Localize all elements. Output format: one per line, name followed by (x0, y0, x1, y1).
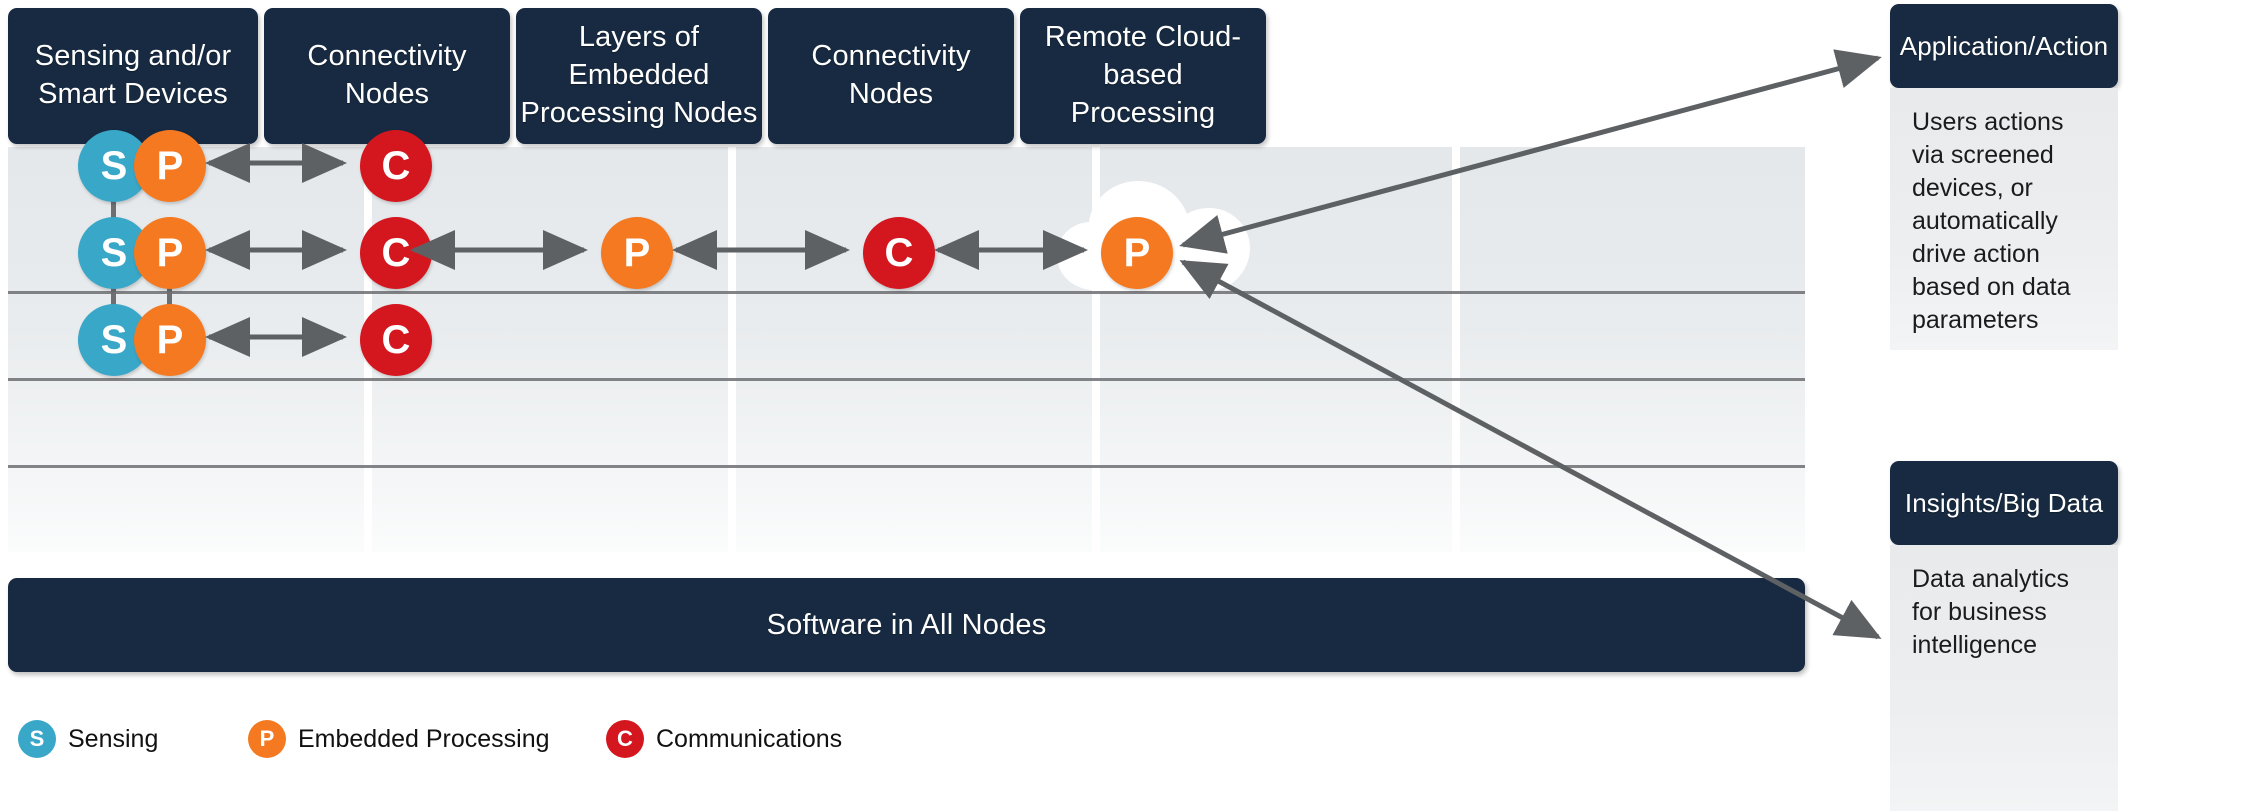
node-letter: C (381, 231, 411, 275)
column-header-remote-cloud-processing[interactable]: Remote Cloud-based Processing (1020, 8, 1266, 144)
side-panel-text: Users actions via screened devices, or a… (1912, 108, 2071, 334)
node-processing-top[interactable]: P (134, 130, 206, 202)
side-panel-body-insights-big-data: Data analytics for business intelligence (1890, 545, 2118, 811)
node-comms-1-top[interactable]: C (360, 130, 432, 202)
legend-label: Sensing (68, 724, 159, 753)
legend-dot-letter: P (259, 726, 275, 751)
node-comms-2-mid[interactable]: C (863, 217, 935, 289)
column-body-4 (1460, 147, 1805, 552)
side-panel-title: Application/Action (1899, 30, 2109, 61)
legend: S Sensing P Embedded Processing C Commun… (14, 710, 914, 772)
node-letter: C (381, 318, 411, 362)
software-in-all-nodes-bar[interactable]: Software in All Nodes (8, 578, 1805, 672)
column-body-2 (736, 147, 1092, 552)
node-letter: P (1123, 231, 1151, 275)
legend-item-embedded-processing[interactable]: P Embedded Processing (248, 720, 550, 758)
column-header-label: Layers of Embedded Processing Nodes (520, 21, 758, 129)
side-panel-body-application-action: Users actions via screened devices, or a… (1890, 88, 2118, 350)
column-body-1 (372, 147, 728, 552)
node-processing-bottom[interactable]: P (134, 304, 206, 376)
node-letter: C (884, 231, 914, 275)
side-panel-header-application-action[interactable]: Application/Action (1890, 4, 2118, 88)
side-panel-text: Data analytics for business intelligence (1912, 565, 2070, 659)
legend-dot-letter: C (617, 726, 633, 751)
row-divider-2 (8, 378, 1805, 381)
node-letter: P (156, 231, 184, 275)
legend-dot-processing-icon: P (248, 720, 286, 758)
legend-item-sensing[interactable]: S Sensing (18, 720, 158, 758)
column-header-connectivity-nodes-2[interactable]: Connectivity Nodes (768, 8, 1014, 144)
column-header-label: Sensing and/or Smart Devices (34, 40, 232, 110)
side-panel-title: Insights/Big Data (1904, 487, 2104, 518)
side-panel-header-insights-big-data[interactable]: Insights/Big Data (1890, 461, 2118, 545)
node-letter: S (100, 318, 128, 362)
node-letter: P (156, 144, 184, 188)
node-processing-mid[interactable]: P (134, 217, 206, 289)
legend-dot-letter: S (29, 726, 45, 751)
legend-label: Communications (656, 724, 843, 753)
legend-dot-comms-icon: C (606, 720, 644, 758)
side-panel-application-action: Application/Action Users actions via scr… (1890, 4, 2118, 350)
node-letter: S (100, 231, 128, 275)
architecture-panel: Sensing and/or Smart Devices Connectivit… (8, 4, 1805, 672)
node-comms-1-bottom[interactable]: C (360, 304, 432, 376)
column-header-sensing-smart-devices[interactable]: Sensing and/or Smart Devices (8, 8, 258, 144)
column-header-label: Remote Cloud-based Processing (1044, 21, 1242, 129)
node-comms-1-mid[interactable]: C (360, 217, 432, 289)
legend-dot-sensing-icon: S (18, 720, 56, 758)
node-edge-processing[interactable]: P (601, 217, 673, 289)
column-header-label: Connectivity Nodes (811, 40, 971, 110)
row-divider-1 (8, 291, 1805, 294)
legend-label: Embedded Processing (298, 724, 550, 753)
node-cloud-processing[interactable]: P (1101, 217, 1173, 289)
row-divider-3 (8, 465, 1805, 468)
software-bar-label: Software in All Nodes (766, 608, 1047, 641)
node-letter: P (623, 231, 651, 275)
legend-item-communications[interactable]: C Communications (606, 720, 842, 758)
column-header-embedded-processing-nodes[interactable]: Layers of Embedded Processing Nodes (516, 8, 762, 144)
column-header-label: Connectivity Nodes (307, 40, 467, 110)
side-panel-insights-big-data: Insights/Big Data Data analytics for bus… (1890, 461, 2118, 811)
column-header-connectivity-nodes-1[interactable]: Connectivity Nodes (264, 8, 510, 144)
node-letter: C (381, 144, 411, 188)
node-letter: S (100, 144, 128, 188)
node-letter: P (156, 318, 184, 362)
